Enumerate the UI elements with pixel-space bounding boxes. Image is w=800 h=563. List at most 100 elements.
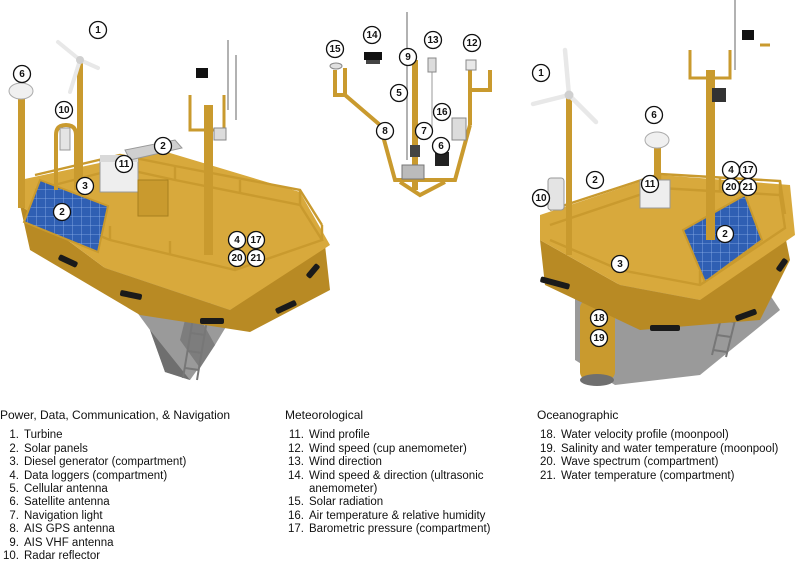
left-wind-turbine — [56, 40, 100, 180]
callout-marker: 10 — [54, 100, 74, 120]
callout-number: 10 — [58, 105, 70, 116]
right-main-mast — [688, 0, 770, 240]
callout-circle — [227, 248, 247, 268]
callout-circle — [589, 328, 609, 348]
legend-item-number: 15. — [288, 496, 304, 509]
callout-number: 18 — [593, 313, 605, 324]
buoy-diagram: 1610211324172021151491312516876162111041… — [8, 0, 795, 386]
legend-item-label: Data loggers (compartment) — [24, 469, 168, 482]
legend-item-label: Wave spectrum (compartment) — [561, 456, 719, 469]
right-buoy-illustration — [530, 0, 795, 386]
legend-item-number: 12. — [288, 442, 304, 455]
legend-item-number: 5. — [9, 483, 19, 496]
legend-item: 17. Barometric pressure (compartment) — [285, 523, 515, 536]
legend-oceanographic: Oceanographic 18.Water velocity profile … — [537, 408, 799, 483]
callout-number: 10 — [535, 193, 547, 204]
callout-circle — [153, 136, 173, 156]
legend-item: 18.Water velocity profile (moonpool) — [537, 429, 799, 442]
callout-number: 8 — [382, 126, 388, 137]
legend-item: 5.Cellular antenna — [0, 483, 270, 496]
callout-circle — [375, 121, 395, 141]
right-radar-reflector — [547, 177, 565, 211]
callout-marker: 21 — [738, 177, 758, 197]
callout-circle — [246, 248, 266, 268]
left-main-mast — [188, 40, 237, 255]
legend-item-number: 2. — [9, 442, 19, 455]
legend-power-data-communication-navigation: Power, Data, Communication, & Navigation… — [0, 408, 270, 563]
legend-item-label: Air temperature & relative humidity — [309, 509, 486, 522]
legend-item: 19.Salinity and water temperature (moonp… — [537, 443, 799, 456]
callout-marker: 2 — [153, 136, 173, 156]
legend-item-label: Wind direction — [309, 456, 382, 469]
callout-circle — [88, 20, 108, 40]
callout-marker: 9 — [398, 47, 418, 67]
callout-number: 9 — [405, 52, 411, 63]
callout-marker: 2 — [585, 170, 605, 190]
callout-number: 20 — [231, 253, 243, 264]
callout-number: 2 — [592, 175, 598, 186]
legend-item: 4.Data loggers (compartment) — [0, 470, 270, 483]
legend-item-label: Wind profile — [309, 429, 370, 442]
legend-item: 9.AIS VHF antenna — [0, 537, 270, 550]
right-fenders — [540, 258, 788, 331]
callout-number: 3 — [617, 259, 623, 270]
left-radar-reflector — [54, 122, 78, 190]
callout-number: 11 — [119, 159, 130, 170]
legend-item: 7.Navigation light — [0, 510, 270, 523]
callout-number: 6 — [438, 141, 444, 152]
legend-item-number: 9. — [9, 536, 19, 549]
legend-item-number: 1. — [9, 429, 19, 442]
right-wind-turbine — [530, 47, 599, 255]
callout-circle — [12, 64, 32, 84]
legend-heading: Oceanographic — [537, 408, 619, 422]
callout-circle — [640, 174, 660, 194]
legend-item-number: 20. — [540, 456, 556, 469]
callout-marker: 20 — [721, 177, 741, 197]
callout-circle — [54, 100, 74, 120]
callout-marker: 18 — [589, 308, 609, 328]
cup-anemometer — [465, 59, 477, 71]
callout-number: 6 — [19, 69, 25, 80]
callout-marker: 17 — [738, 160, 758, 180]
legend-item: 6.Satellite antenna — [0, 496, 270, 509]
legend-item-label: Solar panels — [24, 442, 88, 455]
callout-circle — [227, 230, 247, 250]
legend-item: 1. Turbine — [0, 429, 270, 442]
callout-number: 21 — [250, 253, 262, 264]
callout-circle — [414, 121, 434, 141]
legend-item-number: 18. — [540, 429, 556, 442]
callout-circle — [398, 47, 418, 67]
callout-marker: 7 — [414, 121, 434, 141]
callout-circle — [644, 105, 664, 125]
callout-circle — [531, 63, 551, 83]
left-satellite-antenna — [8, 82, 34, 208]
legend-item-number: 16. — [288, 509, 304, 522]
callout-marker: 2 — [715, 224, 735, 244]
legend-item-number: 19. — [540, 442, 556, 455]
legend-item: 13. Wind direction — [285, 456, 515, 469]
legend-item-number: 11. — [288, 429, 304, 442]
legend-item-label: Turbine — [24, 429, 63, 442]
callout-marker: 3 — [75, 176, 95, 196]
callout-marker: 12 — [462, 33, 482, 53]
callout-number: 1 — [538, 68, 544, 79]
callout-marker: 1 — [88, 20, 108, 40]
callout-circle — [462, 33, 482, 53]
legend-item-label: Solar radiation — [309, 496, 384, 509]
callout-marker: 10 — [531, 188, 551, 208]
callout-number: 17 — [742, 165, 754, 176]
legend-item-number: 17. — [288, 523, 304, 536]
legend-item: 2. Solar panels — [0, 443, 270, 456]
legend-item-label: Barometric pressure (compartment) — [309, 523, 491, 536]
callout-circle — [738, 177, 758, 197]
legend-item-number: 13. — [288, 456, 304, 469]
callout-marker: 11 — [640, 174, 660, 194]
callout-number: 19 — [593, 333, 605, 344]
callout-circle — [432, 102, 452, 122]
legend-item-label: AIS GPS antenna — [24, 523, 115, 536]
callout-circle — [325, 39, 345, 59]
legend-item-number: 8. — [9, 523, 19, 536]
callout-number: 16 — [436, 107, 448, 118]
